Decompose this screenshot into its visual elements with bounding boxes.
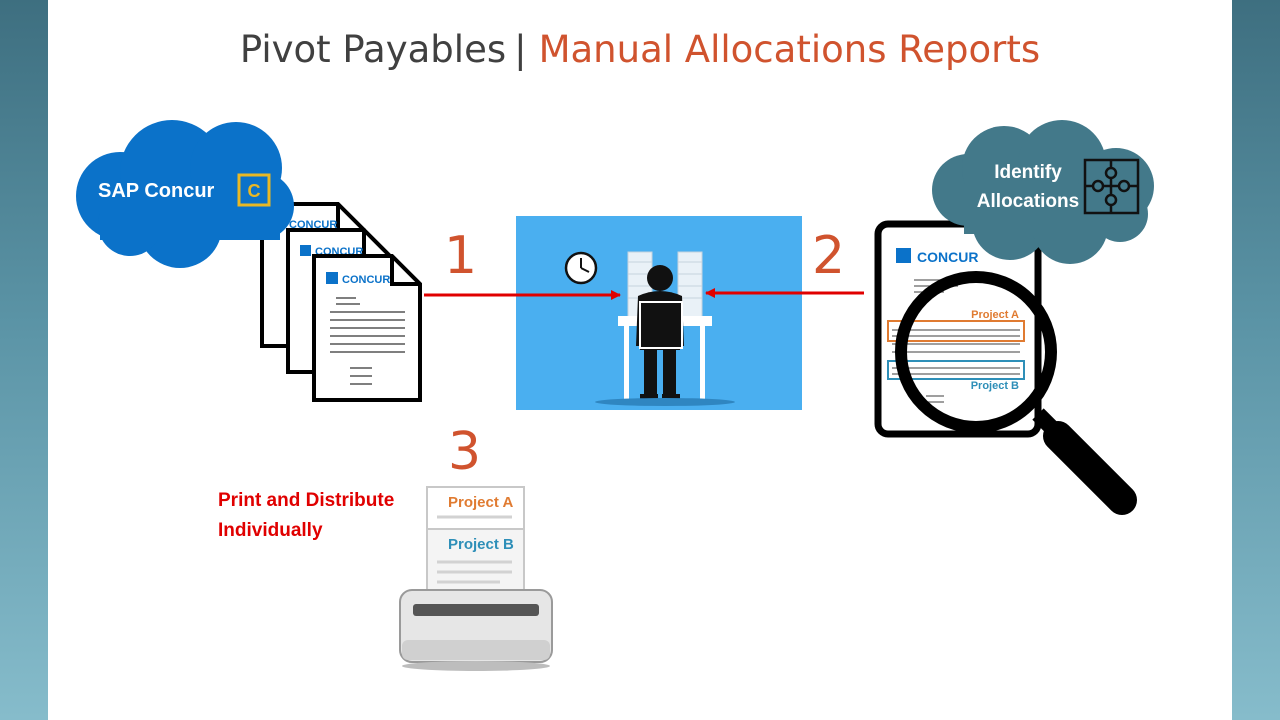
printed-project-a-label: Project A bbox=[448, 494, 513, 511]
document-text-lines bbox=[330, 297, 405, 385]
sap-concur-cloud: SAP Concur C bbox=[76, 120, 294, 268]
title-separator: | bbox=[514, 28, 527, 71]
print-distribute-label: Print and Distribute Individually bbox=[218, 486, 394, 546]
printer-illustration: Project A Project B bbox=[399, 486, 553, 671]
identify-allocations-cloud: Identify Allocations bbox=[932, 120, 1154, 264]
title-part2: Manual Allocations Reports bbox=[538, 28, 1041, 71]
concur-document-stack: CONCUR CONCUR CONCUR bbox=[260, 202, 422, 402]
document-front: CONCUR bbox=[312, 254, 422, 402]
concur-logo-icon bbox=[896, 248, 911, 263]
doc-brand-front: CONCUR bbox=[342, 274, 390, 286]
project-b-highlight bbox=[887, 360, 1025, 380]
slide-title: Pivot Payables| Manual Allocations Report… bbox=[0, 28, 1280, 71]
concur-logo-icon bbox=[326, 272, 338, 284]
report-project-a-label: Project A bbox=[971, 309, 1019, 321]
step-number-1: 1 bbox=[444, 226, 478, 286]
allocations-label: Allocations bbox=[977, 191, 1079, 212]
report-project-b-label: Project B bbox=[971, 380, 1019, 392]
doc-brand-right: CONCUR bbox=[917, 249, 978, 265]
office-worker-illustration bbox=[516, 216, 802, 410]
step-number-2: 2 bbox=[812, 226, 846, 286]
puzzle-icon bbox=[1083, 158, 1140, 215]
clock-icon bbox=[564, 251, 598, 285]
printed-project-b-label: Project B bbox=[448, 536, 514, 553]
concur-c-logo-icon bbox=[237, 173, 271, 207]
left-side-band bbox=[0, 0, 48, 720]
print-label-line1: Print and Distribute bbox=[218, 490, 395, 511]
identify-label: Identify bbox=[994, 162, 1062, 183]
concur-c-logo-letter: C bbox=[248, 181, 261, 201]
step-number-3: 3 bbox=[448, 422, 482, 482]
title-part1: Pivot Payables bbox=[239, 28, 507, 71]
print-label-line2: Individually bbox=[218, 520, 323, 541]
project-a-highlight bbox=[887, 320, 1025, 342]
right-side-band bbox=[1232, 0, 1280, 720]
sap-concur-label: SAP Concur bbox=[98, 180, 215, 202]
magnifying-glass-icon bbox=[895, 271, 1137, 515]
concur-logo-icon bbox=[300, 245, 311, 256]
